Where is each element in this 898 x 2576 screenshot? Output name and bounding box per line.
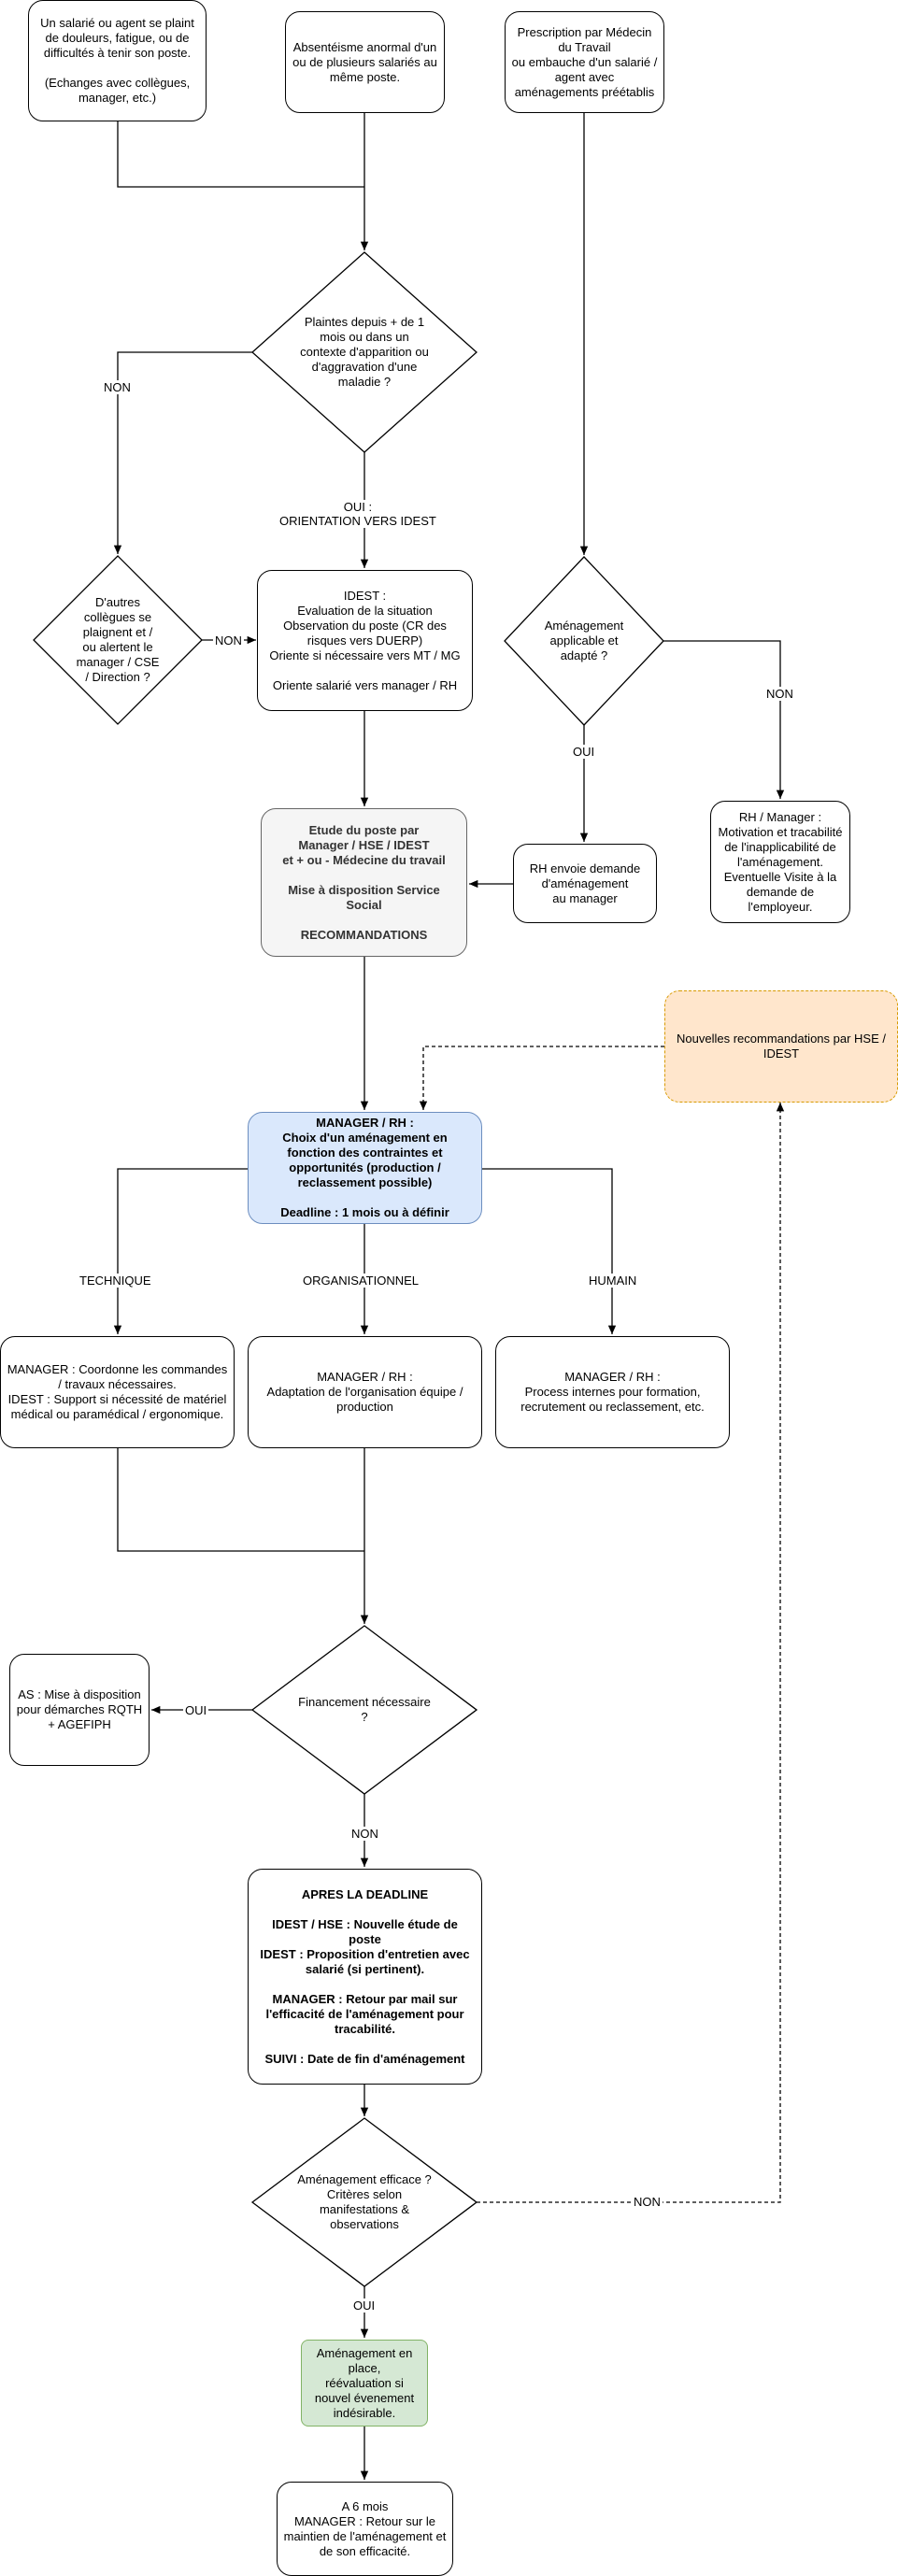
start-prescription-node: Prescription par Médecin du Travail ou e… [505, 11, 664, 113]
edge-label-complaints-yes: OUI : ORIENTATION VERS IDEST [278, 500, 438, 528]
rh-motivation-node: RH / Manager : Motivation et tracabilité… [710, 801, 850, 923]
study-recommendations-node: Etude du poste par Manager / HSE / IDEST… [261, 808, 467, 957]
edge-label-applicable-yes: OUI [571, 745, 597, 759]
humain-node: MANAGER / RH : Process internes pour for… [495, 1336, 730, 1448]
manager-choice-node: MANAGER / RH : Choix d'un aménagement en… [248, 1112, 482, 1224]
edge-recommendations-manager [419, 1046, 664, 1110]
edge-label-applicable-no: NON [764, 687, 795, 701]
edge-label-effective-no: NON [632, 2195, 663, 2209]
edge-label-financing-no: NON [349, 1827, 380, 1841]
edge-label-colleagues-no: NON [213, 633, 244, 648]
edge-label-technique: TECHNIQUE [78, 1274, 153, 1288]
decision-effective-text: Aménagement efficace ? Critères selon ma… [297, 2172, 432, 2231]
edge-manager-technique [113, 1168, 248, 1334]
new-recommendations-node: Nouvelles recommandations par HSE / IDES… [664, 990, 898, 1103]
start-employee-node: Un salarié ou agent se plaint de douleur… [28, 0, 207, 121]
edge-label-financing-yes: OUI [183, 1703, 209, 1717]
edge-label-effective-yes: OUI [351, 2298, 378, 2313]
edge-manager-humain [482, 1168, 617, 1334]
edge-effective-no [477, 1103, 785, 2203]
as-support-node: AS : Mise à disposition pour démarches R… [9, 1654, 150, 1766]
rh-request-node: RH envoie demande d'aménagement au manag… [513, 844, 657, 923]
edge-technique-merge [117, 1448, 364, 1552]
edge-complaints-no [113, 351, 252, 554]
idest-evaluation-node: IDEST : Evaluation de la situation Obser… [257, 570, 473, 711]
decision-complaints-text: Plaintes depuis + de 1 mois ou dans un c… [300, 315, 429, 389]
decision-colleagues-shape [33, 555, 203, 725]
technique-node: MANAGER : Coordonne les commandes / trav… [0, 1336, 235, 1448]
decision-colleagues-text: D'autres collègues se plaignent et / ou … [76, 595, 160, 684]
decision-applicable-text: Aménagement applicable et adapté ? [544, 619, 624, 662]
after-deadline-node: APRES LA DEADLINE IDEST / HSE : Nouvelle… [248, 1869, 482, 2085]
six-months-node: A 6 mois MANAGER : Retour sur le maintie… [277, 2482, 453, 2576]
edge-label-humain: HUMAIN [587, 1274, 639, 1288]
in-place-node: Aménagement en place, réévaluation si no… [301, 2340, 428, 2427]
edge-employee-merge [117, 121, 364, 188]
edge-applicable-no [663, 640, 785, 799]
start-absenteeism-node: Absentéisme anormal d'un ou de plusieurs… [285, 11, 445, 113]
edge-label-complaints-no: NON [102, 380, 133, 394]
decision-financing-text: Financement nécessaire ? [298, 1695, 431, 1724]
organisationnel-node: MANAGER / RH : Adaptation de l'organisat… [248, 1336, 482, 1448]
edge-label-organisationnel: ORGANISATIONNEL [301, 1274, 421, 1288]
